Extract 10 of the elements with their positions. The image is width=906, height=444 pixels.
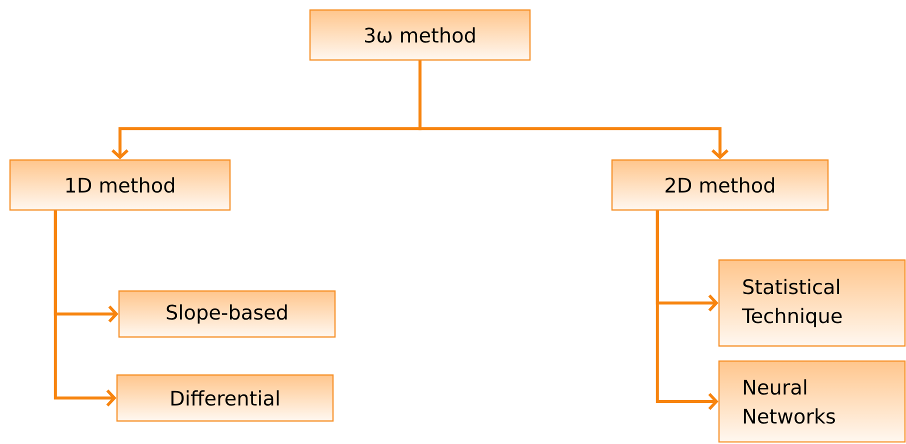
method-box: Neural Networks (718, 360, 906, 443)
method-box: Slope-based (118, 290, 336, 338)
method-box: 3ω method (309, 9, 531, 61)
arrow (54, 210, 116, 407)
method-box: Differential (116, 374, 334, 422)
method-box: Statistical Technique (718, 259, 906, 347)
method-box: 2D method (611, 159, 829, 211)
arrow (656, 210, 718, 410)
arrow (418, 60, 729, 160)
method-box: 1D method (9, 159, 231, 211)
